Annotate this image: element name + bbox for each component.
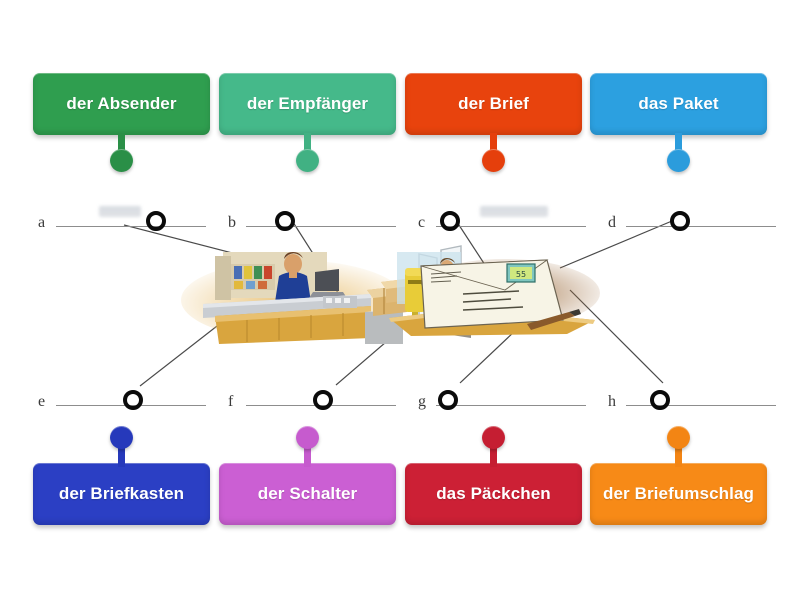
slot-drop-target-c[interactable] [440,211,460,231]
chip-peg-knob-absender[interactable] [109,148,133,172]
chip-peg-stem-paeckchen [489,437,497,467]
svg-text:55: 55 [516,270,526,279]
chip-peg-knob-paeckchen[interactable] [481,425,505,449]
answer-slot-b[interactable]: b [228,200,398,231]
slot-letter-d: d [608,214,616,231]
label-chip-paket[interactable]: das Paket [590,73,767,135]
slot-drop-target-b[interactable] [275,211,295,231]
chip-peg-knob-schalter[interactable] [295,425,319,449]
label-chip-text: der Empfänger [246,93,369,113]
slot-letter-f: f [228,393,234,410]
slot-letter-h: h [608,393,616,410]
label-chip-empfaenger[interactable]: der Empfänger [219,73,396,135]
chip-peg-stem-briefumschlag [674,437,682,467]
slot-letter-a: a [38,214,46,231]
answer-slot-a[interactable]: a [38,200,208,231]
label-chip-text: der Schalter [257,483,358,503]
slot-rule-c [436,226,586,227]
slot-letter-g: g [418,393,426,410]
slot-drop-target-e[interactable] [123,390,143,410]
slot-rule-h [626,405,776,406]
label-chip-text: der Briefumschlag [603,483,754,503]
chip-peg-knob-empfaenger[interactable] [295,148,319,172]
label-chip-paeckchen[interactable]: das Päckchen [405,463,582,525]
slot-letter-b: b [228,214,236,231]
chip-peg-knob-paket[interactable] [666,148,690,172]
chip-peg-stem-schalter [303,437,311,467]
post-office-illustration: 55 [181,245,600,344]
label-chip-text: der Briefkasten [58,483,185,503]
slot-drop-target-a[interactable] [146,211,166,231]
answer-slot-d[interactable]: d [608,200,778,231]
answer-slot-c[interactable]: c [418,200,588,231]
slot-rule-b [246,226,396,227]
slot-drop-target-g[interactable] [438,390,458,410]
answer-slot-g[interactable]: g [418,379,588,410]
label-chip-briefumschlag[interactable]: der Briefumschlag [590,463,767,525]
slot-rule-a [56,226,206,227]
chip-peg-knob-brief[interactable] [481,148,505,172]
chip-peg-knob-briefkasten[interactable] [109,425,133,449]
slot-residual-mark-a [99,206,141,217]
label-chip-text: das Paket [638,93,719,113]
slot-drop-target-f[interactable] [313,390,333,410]
label-chip-absender[interactable]: der Absender [33,73,210,135]
label-chip-brief[interactable]: der Brief [405,73,582,135]
slot-rule-d [626,226,776,227]
slot-residual-mark-c [480,206,548,217]
label-chip-schalter[interactable]: der Schalter [219,463,396,525]
label-chip-briefkasten[interactable]: der Briefkasten [33,463,210,525]
slot-drop-target-h[interactable] [650,390,670,410]
slot-rule-g [436,405,586,406]
answer-slot-h[interactable]: h [608,379,778,410]
slot-drop-target-d[interactable] [670,211,690,231]
answer-slot-e[interactable]: e [38,379,208,410]
label-chip-text: der Absender [66,93,177,113]
slot-letter-c: c [418,214,426,231]
chip-peg-stem-briefkasten [117,437,125,467]
slot-letter-e: e [38,393,46,410]
chip-peg-knob-briefumschlag[interactable] [666,425,690,449]
label-chip-text: der Brief [458,93,529,113]
label-chip-text: das Päckchen [436,483,551,503]
answer-slot-f[interactable]: f [228,379,398,410]
